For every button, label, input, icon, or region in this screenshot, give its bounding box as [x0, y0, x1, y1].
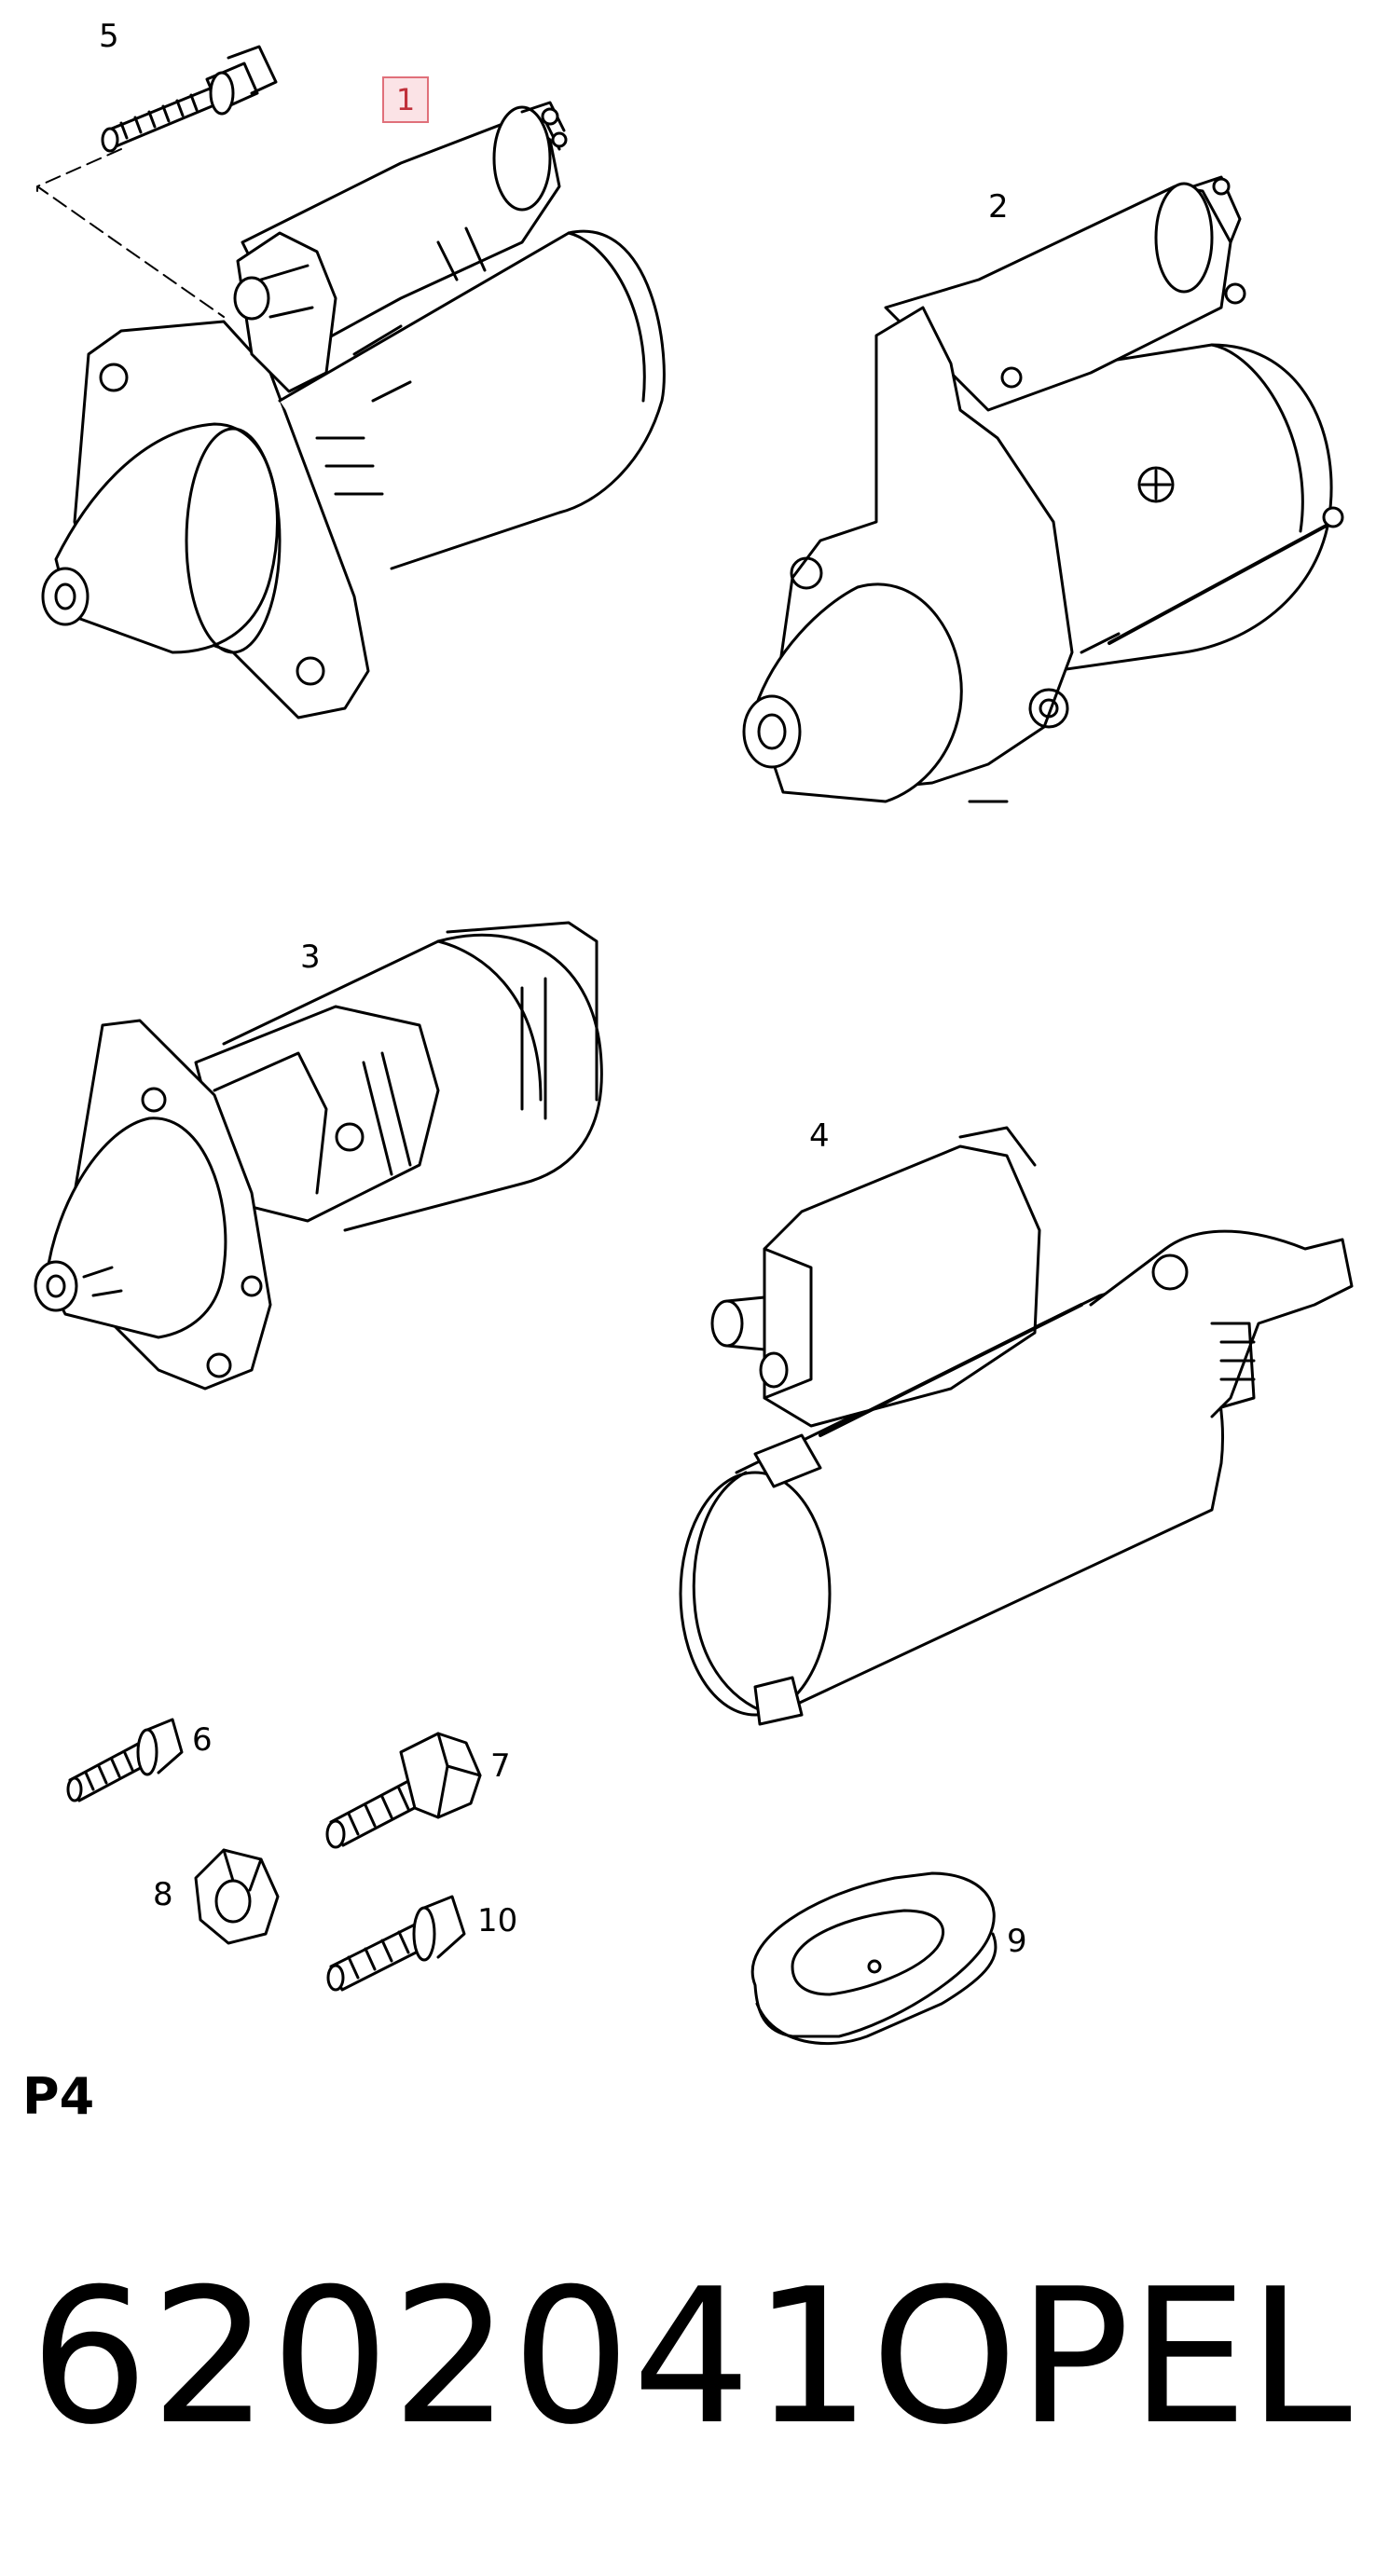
callout-2[interactable]: 2 [988, 188, 1009, 226]
part-number: 6202041 [30, 2249, 874, 2466]
callout-7[interactable]: 7 [490, 1747, 511, 1785]
callout-4[interactable]: 4 [809, 1117, 830, 1155]
part-3-starter-motor[interactable] [34, 921, 603, 1391]
callout-9[interactable]: 9 [1007, 1923, 1027, 1960]
callout-6[interactable]: 6 [192, 1721, 213, 1759]
callout-8[interactable]: 8 [153, 1876, 173, 1913]
part-7-hex-bolt[interactable] [325, 1732, 482, 1849]
leader-line-5 [36, 148, 225, 318]
callout-5[interactable]: 5 [99, 18, 119, 55]
part-5-bolt[interactable] [101, 45, 278, 153]
brand-name: OPEL [871, 2249, 1352, 2466]
page-label: P4 [22, 2067, 95, 2126]
part-8-hex-nut[interactable] [194, 1848, 280, 1945]
part-2-starter-motor[interactable] [742, 175, 1344, 803]
callout-1[interactable]: 1 [382, 76, 429, 123]
callout-10[interactable]: 10 [477, 1902, 518, 1939]
part-4-starter-motor[interactable] [679, 1126, 1354, 1726]
callout-3[interactable]: 3 [300, 939, 321, 976]
part-9-grommet[interactable] [750, 1871, 998, 2046]
part-1-starter-motor[interactable] [41, 101, 666, 719]
part-6-bolt[interactable] [66, 1718, 184, 1802]
part-10-bolt[interactable] [326, 1895, 466, 1992]
